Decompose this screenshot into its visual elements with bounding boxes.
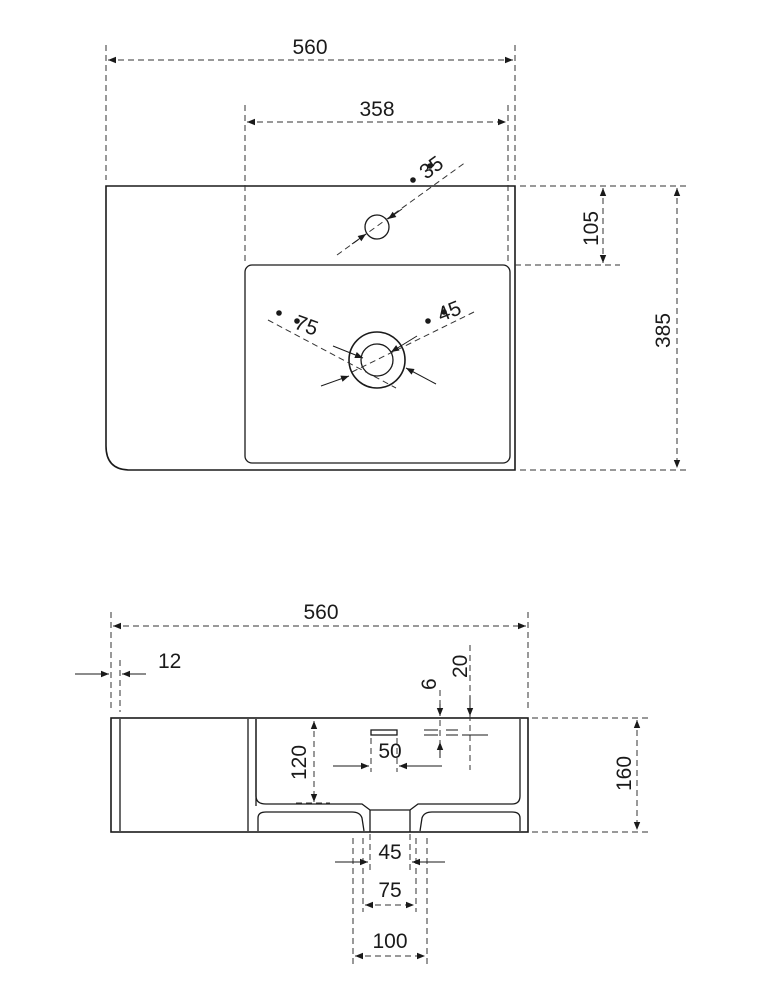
waste-45-leader — [351, 311, 475, 373]
bowl-base-section — [257, 811, 365, 832]
waste-75-leader — [267, 319, 397, 389]
diameter-dot — [276, 310, 282, 316]
waste-45-arrow-1 — [332, 345, 364, 359]
waste-45-arrow-2 — [390, 335, 418, 353]
dim-label-20: 20 — [449, 655, 472, 678]
dim-label-100: 100 — [372, 930, 407, 953]
dim-label-560: 560 — [303, 601, 338, 624]
waste-inner-ring — [360, 343, 394, 377]
diameter-dot — [294, 318, 300, 324]
top-view-outline — [105, 185, 516, 471]
waste-75-arrow-2 — [405, 367, 437, 385]
dim-label-12: 12 — [158, 650, 181, 673]
dim-label-45: 45 — [434, 297, 464, 327]
dim-label-385: 385 — [652, 313, 675, 348]
dim-label-105: 105 — [580, 211, 603, 246]
tap-arrow-2 — [387, 208, 403, 220]
waste-75-arrow-1 — [320, 375, 350, 387]
dim-label-160: 160 — [613, 756, 636, 791]
dim-label-45: 45 — [378, 841, 401, 864]
overflow-slot — [370, 729, 398, 736]
tap-arrow-1 — [351, 233, 367, 245]
dim-label-75: 75 — [378, 879, 401, 902]
diameter-dot — [441, 309, 447, 315]
side-view: 560 12 6 20 120 50 160 — [75, 601, 652, 965]
dim-label-358: 358 — [359, 98, 394, 121]
bowl-outline — [244, 264, 511, 464]
bowl-section — [255, 719, 521, 811]
dim-label-75: 75 — [291, 311, 321, 341]
waste-outer-ring — [348, 331, 406, 389]
dim-label-120: 120 — [288, 745, 311, 780]
side-view-outline — [110, 717, 529, 833]
diameter-dot — [410, 177, 416, 183]
tap-hole — [364, 214, 390, 240]
diameter-dot — [425, 318, 431, 324]
dim-label-560: 560 — [292, 36, 327, 59]
dim-label-50: 50 — [378, 740, 401, 763]
diameter-dot — [427, 163, 433, 169]
bowl-base-section-right — [419, 811, 521, 832]
dim-label-6: 6 — [418, 678, 441, 690]
top-view: 560 358 35 105 385 75 — [105, 36, 690, 471]
tap-leader — [336, 161, 467, 256]
